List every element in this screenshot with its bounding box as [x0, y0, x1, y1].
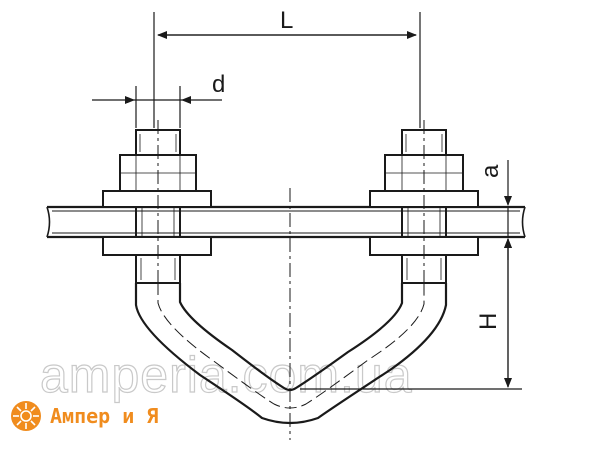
- dimension-diameter: [92, 86, 222, 128]
- label-height: H: [475, 313, 502, 330]
- plate: [46, 205, 526, 239]
- brand-logo-icon: [11, 401, 41, 431]
- center-lines: [157, 120, 425, 440]
- label-length: L: [280, 7, 293, 34]
- dimension-height: [300, 238, 522, 390]
- left-bolt-assembly: [102, 129, 212, 284]
- label-diameter: d: [212, 71, 225, 98]
- label-thickness: a: [477, 164, 504, 178]
- brand-name: Ампер и Я: [50, 404, 158, 428]
- dimension-length: [153, 12, 421, 128]
- watermark-url: amperia.com.ua: [40, 347, 413, 403]
